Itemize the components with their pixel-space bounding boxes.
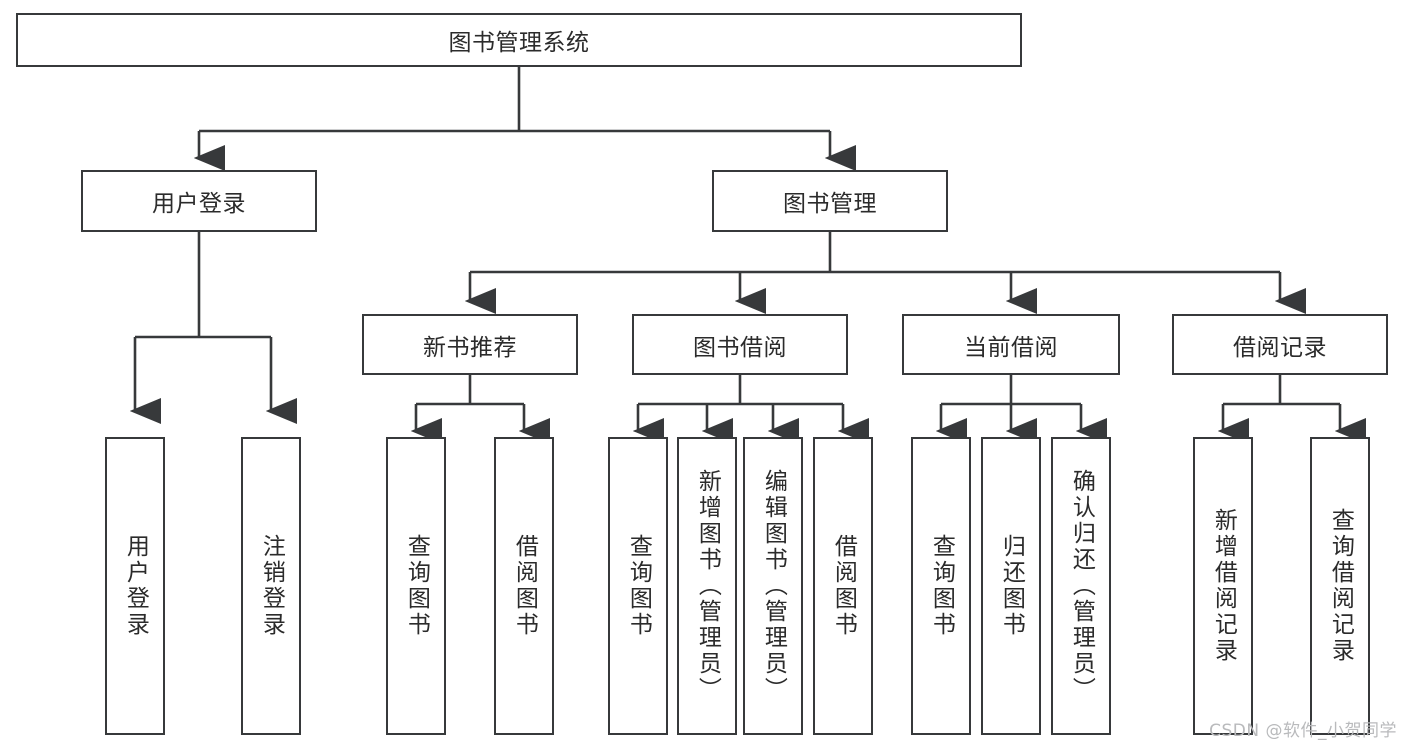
node-root-system[interactable]: 图书管理系统 bbox=[16, 13, 1022, 67]
node-label: 查询图书 bbox=[625, 534, 652, 638]
node-label: 当前借阅 bbox=[964, 334, 1058, 361]
node-leaf-query-book-3[interactable]: 查询图书 bbox=[911, 437, 971, 735]
node-leaf-borrow-book-2[interactable]: 借阅图书 bbox=[813, 437, 873, 735]
node-leaf-query-book-2[interactable]: 查询图书 bbox=[608, 437, 668, 735]
node-current-borrow[interactable]: 当前借阅 bbox=[902, 314, 1120, 375]
node-label: 用户登录 bbox=[122, 534, 149, 638]
node-label: 编辑图书（管理员） bbox=[760, 469, 787, 703]
node-book-management[interactable]: 图书管理 bbox=[712, 170, 948, 232]
node-label: 新增借阅记录 bbox=[1210, 508, 1237, 664]
node-leaf-edit-book[interactable]: 编辑图书（管理员） bbox=[743, 437, 803, 735]
node-leaf-return-book[interactable]: 归还图书 bbox=[981, 437, 1041, 735]
node-leaf-query-book-1[interactable]: 查询图书 bbox=[386, 437, 446, 735]
node-leaf-add-record[interactable]: 新增借阅记录 bbox=[1193, 437, 1253, 735]
node-user-login[interactable]: 用户登录 bbox=[81, 170, 317, 232]
node-label: 借阅图书 bbox=[830, 534, 857, 638]
node-label: 注销登录 bbox=[258, 534, 285, 638]
node-label: 图书管理系统 bbox=[448, 30, 590, 56]
node-label: 借阅图书 bbox=[511, 534, 538, 638]
node-label: 确认归还（管理员） bbox=[1068, 469, 1095, 703]
node-label: 新书推荐 bbox=[423, 334, 517, 361]
node-leaf-borrow-book-1[interactable]: 借阅图书 bbox=[494, 437, 554, 735]
node-label: 用户登录 bbox=[152, 191, 246, 217]
node-label: 归还图书 bbox=[998, 534, 1025, 638]
node-new-book-recommend[interactable]: 新书推荐 bbox=[362, 314, 578, 375]
node-label: 查询图书 bbox=[403, 534, 430, 638]
node-borrow-record[interactable]: 借阅记录 bbox=[1172, 314, 1388, 375]
node-book-borrow[interactable]: 图书借阅 bbox=[632, 314, 848, 375]
node-leaf-user-login[interactable]: 用户登录 bbox=[105, 437, 165, 735]
node-label: 新增图书（管理员） bbox=[694, 469, 721, 703]
node-label: 图书借阅 bbox=[693, 334, 787, 361]
node-leaf-logout-login[interactable]: 注销登录 bbox=[241, 437, 301, 735]
node-label: 图书管理 bbox=[783, 191, 877, 217]
node-leaf-add-book[interactable]: 新增图书（管理员） bbox=[677, 437, 737, 735]
node-label: 查询图书 bbox=[928, 534, 955, 638]
node-label: 借阅记录 bbox=[1233, 334, 1327, 361]
csdn-watermark: CSDN @软件_小贺同学 bbox=[1209, 721, 1397, 741]
node-leaf-confirm-return[interactable]: 确认归还（管理员） bbox=[1051, 437, 1111, 735]
node-leaf-query-record[interactable]: 查询借阅记录 bbox=[1310, 437, 1370, 735]
node-label: 查询借阅记录 bbox=[1327, 508, 1354, 664]
